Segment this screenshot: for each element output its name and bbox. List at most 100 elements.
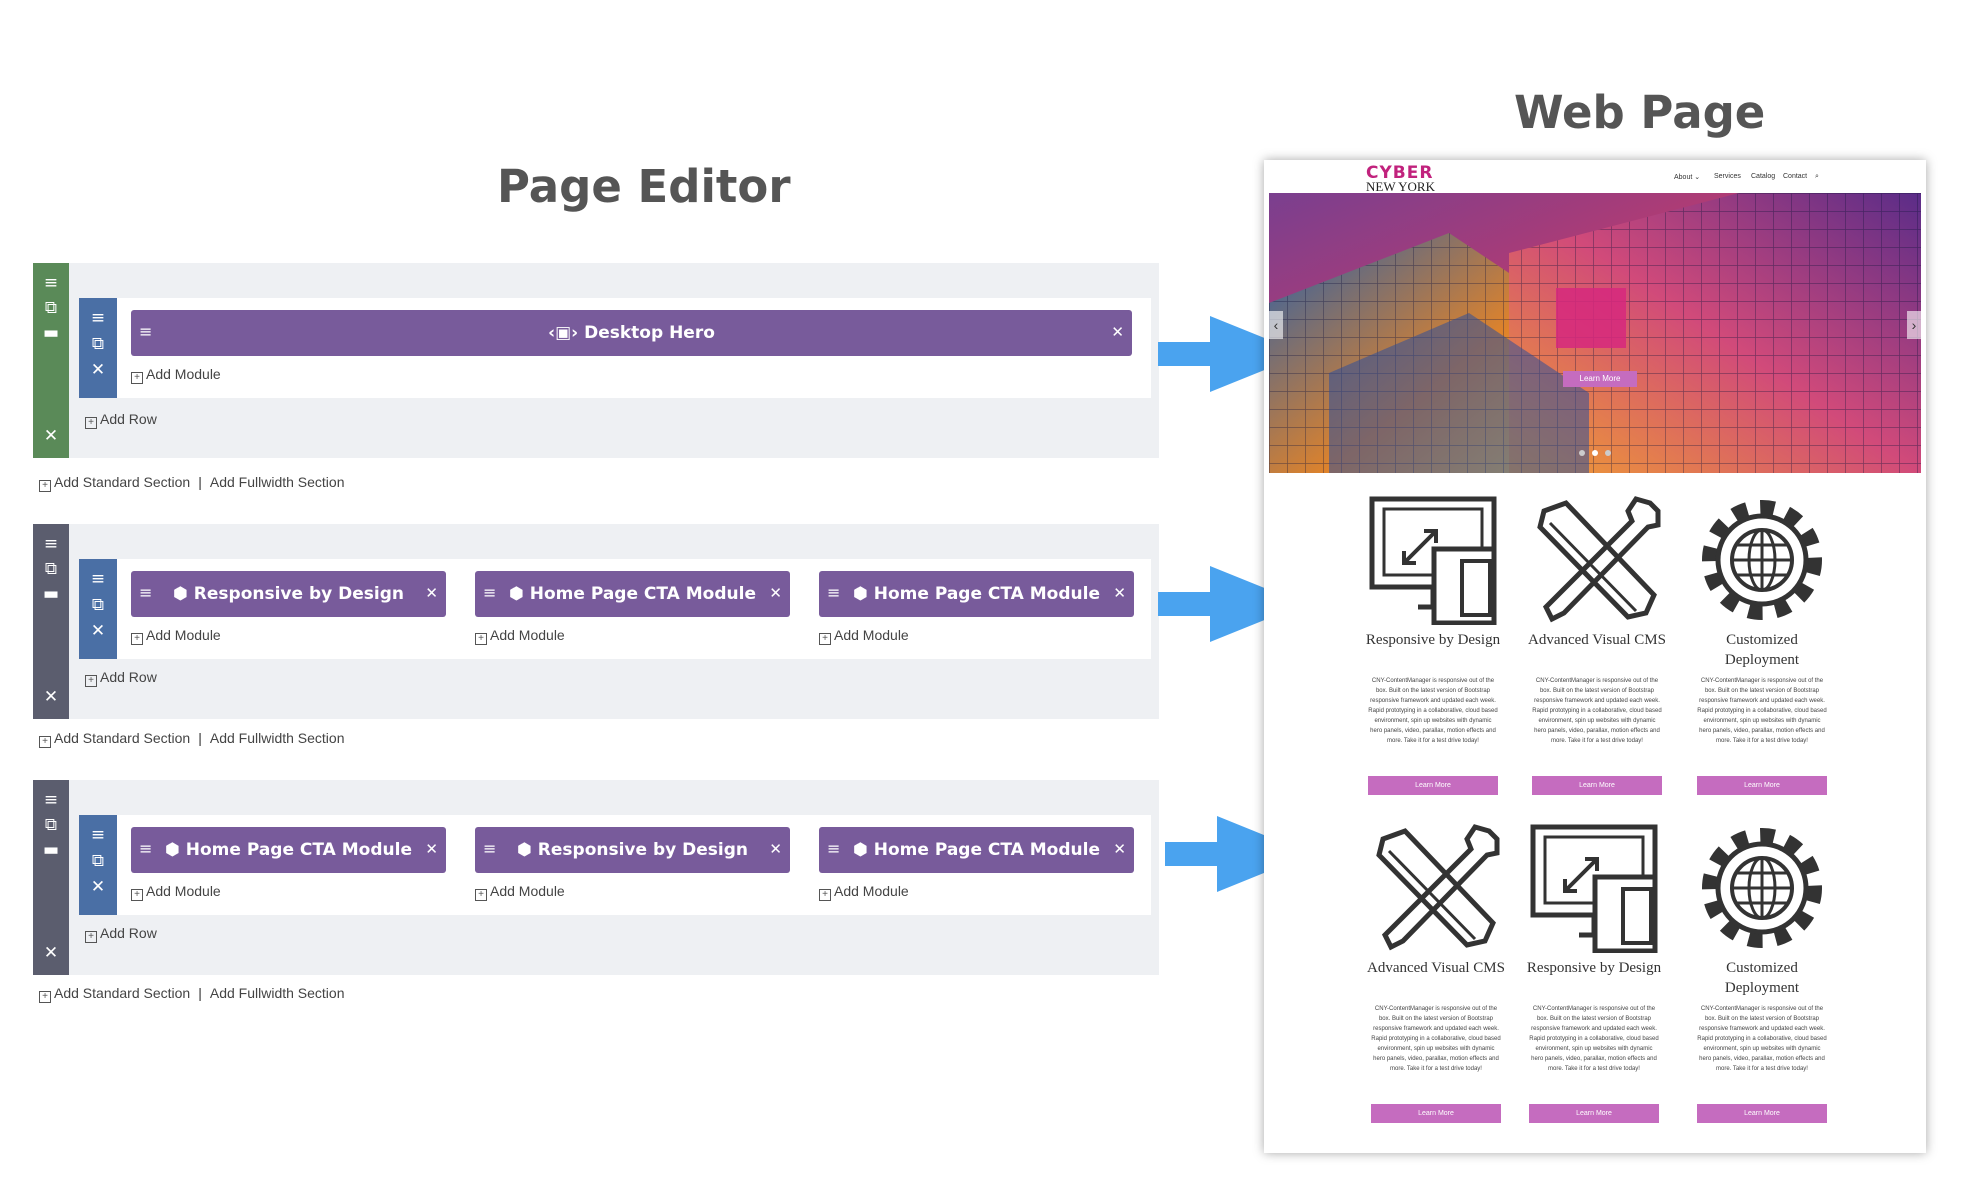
module-home-page-cta[interactable]: ≡ ⬢ Home Page CTA Module ✕	[819, 571, 1134, 617]
feature-description: CNY-ContentManager is responsive out of …	[1697, 678, 1827, 744]
collapse-icon[interactable]: ▬	[42, 584, 60, 604]
duplicate-icon[interactable]: ⧉	[91, 334, 105, 354]
cube-icon: ⬢	[853, 840, 874, 860]
drag-handle-icon[interactable]: ≡	[139, 583, 153, 602]
drag-handle-icon[interactable]: ≡	[90, 308, 106, 328]
arrow-right-icon	[1165, 816, 1311, 892]
feature-title: Customized Deployment	[1724, 960, 1800, 996]
hero-slider: ‹ › Learn More	[1269, 193, 1921, 473]
delete-icon[interactable]: ✕	[90, 877, 106, 897]
add-fullwidth-section-link[interactable]: Add Fullwidth Section	[209, 474, 345, 490]
learn-more-button[interactable]: Learn More	[1697, 776, 1827, 795]
add-standard-section-link[interactable]: +Add Standard Section	[39, 985, 190, 1003]
feature-card: Customized Deployment CNY-ContentManager…	[1688, 495, 1836, 805]
module-home-page-cta[interactable]: ≡ ⬢ Home Page CTA Module ✕	[819, 827, 1134, 873]
editor-row: ≡ ⧉ ✕ ≡ ⬢ Home Page CTA Module ✕ ≡ ⬢ Res…	[79, 815, 1151, 915]
duplicate-icon[interactable]: ⧉	[44, 559, 58, 579]
add-module-link[interactable]: +Add Module	[819, 883, 909, 901]
slider-prev-arrow[interactable]: ‹	[1269, 311, 1283, 339]
add-row-link[interactable]: +Add Row	[85, 669, 157, 687]
learn-more-button[interactable]: Learn More	[1368, 776, 1498, 795]
add-fullwidth-section-link[interactable]: Add Fullwidth Section	[209, 730, 345, 746]
hero-learn-more-button[interactable]: Learn More	[1563, 371, 1637, 387]
add-module-link[interactable]: +Add Module	[819, 627, 909, 645]
drag-handle-icon[interactable]: ≡	[90, 569, 106, 589]
drag-handle-icon[interactable]: ≡	[43, 273, 59, 293]
delete-icon[interactable]: ✕	[43, 687, 59, 707]
module-home-page-cta[interactable]: ≡ ⬢ Home Page CTA Module ✕	[131, 827, 446, 873]
drag-handle-icon[interactable]: ≡	[483, 839, 497, 858]
gear-globe-icon	[1702, 828, 1822, 948]
add-row-link[interactable]: +Add Row	[85, 925, 157, 943]
delete-icon[interactable]: ✕	[1111, 323, 1124, 341]
delete-icon[interactable]: ✕	[425, 584, 438, 602]
pencil-wrench-icon	[1376, 824, 1500, 951]
drag-handle-icon[interactable]: ≡	[483, 583, 497, 602]
drag-handle-icon[interactable]: ≡	[139, 839, 153, 858]
slider-dot[interactable]	[1579, 450, 1585, 456]
learn-more-button[interactable]: Learn More	[1529, 1104, 1659, 1123]
duplicate-icon[interactable]: ⧉	[91, 851, 105, 871]
learn-more-button[interactable]: Learn More	[1532, 776, 1662, 795]
nav-about[interactable]: About ⌄	[1674, 174, 1701, 181]
add-standard-section-link[interactable]: +Add Standard Section	[39, 730, 190, 748]
module-responsive-by-design[interactable]: ≡ ⬢ Responsive by Design ✕	[131, 571, 446, 617]
collapse-icon[interactable]: ▬	[42, 323, 60, 343]
module-responsive-by-design[interactable]: ≡ ⬢ Responsive by Design ✕	[475, 827, 790, 873]
delete-icon[interactable]: ✕	[90, 621, 106, 641]
section-handle[interactable]: ≡ ⧉ ▬ ✕	[33, 780, 69, 975]
nav-contact[interactable]: Contact	[1783, 173, 1808, 180]
section-3-add-links: +Add Standard Section|Add Fullwidth Sect…	[39, 985, 345, 1003]
row-handle[interactable]: ≡ ⧉ ✕	[79, 815, 117, 915]
collapse-icon[interactable]: ▬	[42, 840, 60, 860]
delete-icon[interactable]: ✕	[769, 584, 782, 602]
delete-icon[interactable]: ✕	[1113, 584, 1126, 602]
delete-icon[interactable]: ✕	[1113, 840, 1126, 858]
delete-icon[interactable]: ✕	[90, 360, 106, 380]
section-handle[interactable]: ≡ ⧉ ▬ ✕	[33, 263, 69, 458]
add-module-link[interactable]: +Add Module	[475, 627, 565, 645]
duplicate-icon[interactable]: ⧉	[44, 298, 58, 318]
add-module-link[interactable]: +Add Module	[131, 627, 221, 645]
drag-handle-icon[interactable]: ≡	[90, 825, 106, 845]
feature-description: CNY-ContentManager is responsive out of …	[1529, 1006, 1659, 1072]
feature-card: Advanced Visual CMS CNY-ContentManager i…	[1362, 823, 1510, 1133]
search-icon[interactable]: ⌕	[1815, 173, 1819, 180]
drag-handle-icon[interactable]: ≡	[139, 322, 153, 341]
drag-handle-icon[interactable]: ≡	[43, 790, 59, 810]
arrow-right-icon	[1158, 566, 1304, 642]
row-handle[interactable]: ≡ ⧉ ✕	[79, 559, 117, 659]
module-home-page-cta[interactable]: ≡ ⬢ Home Page CTA Module ✕	[475, 571, 790, 617]
delete-icon[interactable]: ✕	[769, 840, 782, 858]
row-handle[interactable]: ≡ ⧉ ✕	[79, 298, 117, 398]
feature-description: CNY-ContentManager is responsive out of …	[1532, 678, 1662, 744]
cube-icon: ⬢	[173, 584, 194, 604]
section-handle[interactable]: ≡ ⧉ ▬ ✕	[33, 524, 69, 719]
cube-icon: ⬢	[517, 840, 538, 860]
learn-more-button[interactable]: Learn More	[1371, 1104, 1501, 1123]
add-standard-section-link[interactable]: +Add Standard Section	[39, 474, 190, 492]
nav-catalog[interactable]: Catalog	[1751, 173, 1776, 180]
drag-handle-icon[interactable]: ≡	[827, 839, 841, 858]
slider-dot-active[interactable]	[1592, 450, 1598, 456]
nav-services[interactable]: Services	[1714, 173, 1741, 180]
site-logo[interactable]: CYBER	[1366, 163, 1434, 183]
add-module-link[interactable]: +Add Module	[131, 883, 221, 901]
module-desktop-hero[interactable]: ≡ ‹▣› Desktop Hero ✕	[131, 310, 1132, 356]
drag-handle-icon[interactable]: ≡	[827, 583, 841, 602]
duplicate-icon[interactable]: ⧉	[44, 815, 58, 835]
learn-more-button[interactable]: Learn More	[1697, 1104, 1827, 1123]
feature-card: Advanced Visual CMS CNY-ContentManager i…	[1523, 495, 1671, 805]
slider-dot[interactable]	[1605, 450, 1611, 456]
add-module-link[interactable]: +Add Module	[131, 366, 221, 384]
delete-icon[interactable]: ✕	[43, 426, 59, 446]
add-module-link[interactable]: +Add Module	[475, 883, 565, 901]
drag-handle-icon[interactable]: ≡	[43, 534, 59, 554]
slider-next-arrow[interactable]: ›	[1907, 311, 1921, 339]
delete-icon[interactable]: ✕	[425, 840, 438, 858]
delete-icon[interactable]: ✕	[43, 943, 59, 963]
add-fullwidth-section-link[interactable]: Add Fullwidth Section	[209, 985, 345, 1001]
gear-globe-icon	[1702, 500, 1822, 620]
duplicate-icon[interactable]: ⧉	[91, 595, 105, 615]
add-row-link[interactable]: +Add Row	[85, 411, 157, 429]
